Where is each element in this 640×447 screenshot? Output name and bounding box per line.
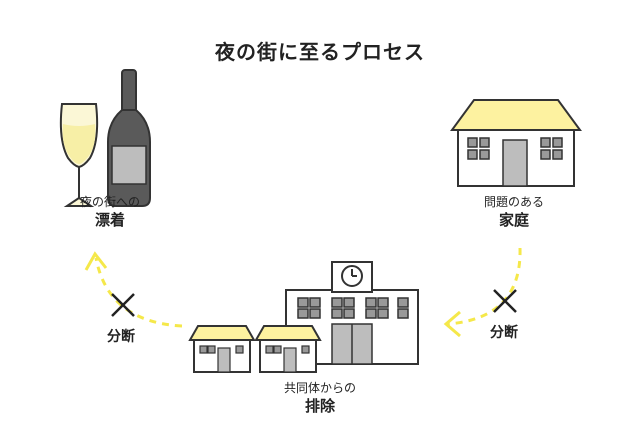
node-community-big: 排除	[304, 397, 335, 415]
node-community-label: 共同体からの 排除	[260, 380, 380, 416]
arrow-community-to-nightlife	[94, 257, 183, 328]
wine-bottle-icon	[107, 69, 151, 207]
arrow-head-left	[84, 251, 108, 271]
cut-right-label: 分断	[490, 325, 518, 341]
node-community-small: 共同体からの	[283, 381, 356, 395]
arrow-head-right	[443, 310, 461, 338]
node-nightlife-label: 夜の街への 漂着	[58, 194, 162, 230]
cut-mark-right-icon	[493, 289, 517, 313]
node-home-small: 問題のある	[483, 195, 544, 209]
small-house-left-icon	[188, 325, 256, 373]
node-nightlife-big: 漂着	[94, 211, 125, 229]
wine-glass-icon	[59, 103, 99, 207]
node-nightlife-small: 夜の街への	[79, 195, 140, 209]
cut-mark-left-icon	[111, 293, 135, 317]
node-home-label: 問題のある 家庭	[462, 194, 566, 230]
home-house-icon	[450, 99, 582, 187]
page-title: 夜の街に至るプロセス	[215, 40, 425, 64]
small-house-right-icon	[254, 325, 322, 373]
node-home-big: 家庭	[498, 211, 529, 229]
cut-left-label: 分断	[107, 329, 135, 345]
